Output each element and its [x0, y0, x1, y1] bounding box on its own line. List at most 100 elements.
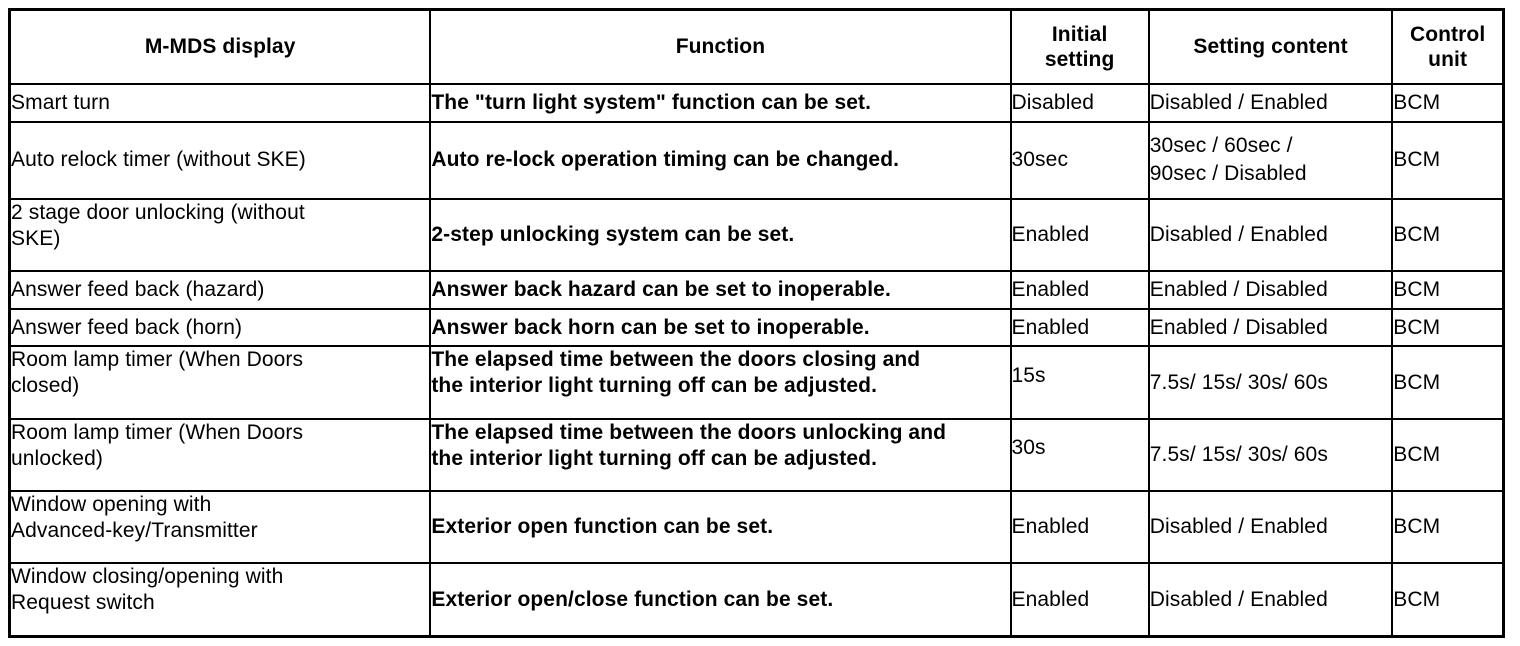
cell-control-unit: BCM — [1391, 198, 1505, 273]
column-header-function: Function — [429, 8, 1012, 85]
cell-text-line2: the interior light turning off can be ad… — [431, 374, 878, 398]
cell-mmds-display: Room lamp timer (When Doors unlocked) — [8, 417, 432, 493]
cell-setting-content: Disabled / Enabled — [1147, 490, 1394, 565]
cell-initial-setting: Enabled — [1009, 307, 1150, 348]
cell-text-line1: Auto relock timer (without SKE) — [11, 148, 306, 172]
column-header-setting-content: Setting content — [1147, 8, 1394, 85]
cell-text-line1: 2-step unlocking system can be set. — [431, 223, 795, 247]
cell-setting-content: 30sec / 60sec / 90sec / Disabled — [1147, 120, 1394, 201]
table-row: Window opening with Advanced-key/Transmi… — [8, 490, 1505, 565]
cell-initial-setting: Disabled — [1009, 83, 1150, 123]
cell-function: Answer back horn can be set to inoperabl… — [429, 307, 1012, 348]
cell-function: The elapsed time between the doors closi… — [429, 345, 1012, 420]
cell-text-line2: closed) — [11, 374, 80, 398]
column-header-initial-setting: Initial setting — [1009, 8, 1150, 85]
column-header-control-unit: Control unit — [1391, 8, 1505, 85]
cell-control-unit: BCM — [1391, 345, 1505, 420]
cell-text-line2: Request switch — [11, 591, 155, 615]
cell-text-line1: The "turn light system" function can be … — [431, 90, 872, 114]
cell-text-line1: Disabled / Enabled — [1149, 587, 1328, 611]
cell-control-unit: BCM — [1391, 417, 1505, 493]
column-header-initial-setting-line2: setting — [1044, 48, 1115, 71]
table-header: M-MDS display Function Initial setting S… — [8, 8, 1505, 85]
column-header-control-unit-line2: unit — [1428, 48, 1468, 71]
cell-setting-content: Disabled / Enabled — [1147, 562, 1394, 638]
cell-text-line1: The elapsed time between the doors closi… — [431, 348, 921, 372]
cell-initial-setting: 30sec — [1009, 120, 1150, 201]
spec-table-sheet: M-MDS display Function Initial setting S… — [8, 8, 1505, 638]
cell-initial-setting: Enabled — [1009, 198, 1150, 273]
cell-text-line1: Window opening with — [11, 493, 212, 517]
cell-setting-content: Disabled / Enabled — [1147, 198, 1394, 273]
cell-text-line1: Room lamp timer (When Doors — [11, 348, 304, 372]
cell-text-line1: Disabled / Enabled — [1149, 223, 1328, 247]
cell-function: Auto re-lock operation timing can be cha… — [429, 120, 1012, 201]
table-row: Answer feed back (horn) Answer back horn… — [8, 307, 1505, 348]
cell-text-line1: Enabled / Disabled — [1149, 278, 1328, 302]
column-header-mmds-display: M-MDS display — [8, 8, 432, 85]
cell-setting-content: Enabled / Disabled — [1147, 307, 1394, 348]
table-row: Window closing/opening with Request swit… — [8, 562, 1505, 638]
cell-initial-setting: Enabled — [1009, 270, 1150, 310]
cell-control-unit: BCM — [1391, 307, 1505, 348]
table-body: Smart turn The "turn light system" funct… — [8, 83, 1505, 638]
cell-text-line1: Exterior open/close function can be set. — [431, 587, 834, 611]
table-row: Room lamp timer (When Doors closed) The … — [8, 345, 1505, 420]
cell-text-line1: Window closing/opening with — [11, 565, 284, 589]
table-row: Answer feed back (hazard) Answer back ha… — [8, 270, 1505, 310]
cell-text-line1: Disabled / Enabled — [1149, 90, 1328, 114]
cell-text-line2: Advanced-key/Transmitter — [11, 519, 258, 543]
cell-text-line2: the interior light turning off can be ad… — [431, 446, 878, 470]
cell-mmds-display: Window closing/opening with Request swit… — [8, 562, 432, 638]
cell-text-line1: Answer feed back (horn) — [11, 315, 243, 339]
table-row: 2 stage door unlocking (without SKE) 2-s… — [8, 198, 1505, 273]
column-header-initial-setting-line1: Initial — [1051, 23, 1108, 46]
cell-text-line1: Auto re-lock operation timing can be cha… — [431, 148, 900, 172]
cell-text-line1: Enabled / Disabled — [1149, 315, 1328, 339]
cell-initial-setting: Enabled — [1009, 490, 1150, 565]
cell-control-unit: BCM — [1391, 83, 1505, 123]
mmds-configuration-table: M-MDS display Function Initial setting S… — [8, 8, 1505, 638]
table-row: Room lamp timer (When Doors unlocked) Th… — [8, 417, 1505, 493]
cell-function: Exterior open/close function can be set. — [429, 562, 1012, 638]
cell-setting-content: 7.5s/ 15s/ 30s/ 60s — [1147, 417, 1394, 493]
cell-control-unit: BCM — [1391, 562, 1505, 638]
cell-initial-setting: Enabled — [1009, 562, 1150, 638]
cell-function: Answer back hazard can be set to inopera… — [429, 270, 1012, 310]
cell-text-line1: 7.5s/ 15s/ 30s/ 60s — [1149, 442, 1328, 466]
cell-mmds-display: Answer feed back (hazard) — [8, 270, 432, 310]
cell-initial-setting: 30s — [1009, 417, 1150, 493]
cell-mmds-display: Auto relock timer (without SKE) — [8, 120, 432, 201]
cell-text-line2: 90sec / Disabled — [1149, 162, 1307, 186]
cell-function: Exterior open function can be set. — [429, 490, 1012, 565]
cell-function: 2-step unlocking system can be set. — [429, 198, 1012, 273]
cell-text-line1: Answer feed back (hazard) — [11, 278, 265, 302]
cell-function: The "turn light system" function can be … — [429, 83, 1012, 123]
cell-text-line1: Answer back horn can be set to inoperabl… — [431, 315, 870, 339]
cell-setting-content: 7.5s/ 15s/ 30s/ 60s — [1147, 345, 1394, 420]
header-row: M-MDS display Function Initial setting S… — [8, 8, 1505, 85]
cell-control-unit: BCM — [1391, 490, 1505, 565]
table-row: Auto relock timer (without SKE) Auto re-… — [8, 120, 1505, 201]
table-row: Smart turn The "turn light system" funct… — [8, 83, 1505, 123]
cell-text-line1: 30sec / 60sec / — [1149, 134, 1293, 158]
column-header-control-unit-line1: Control — [1409, 23, 1486, 46]
cell-setting-content: Disabled / Enabled — [1147, 83, 1394, 123]
cell-control-unit: BCM — [1391, 120, 1505, 201]
cell-text-line2: unlocked) — [11, 446, 103, 470]
cell-mmds-display: Answer feed back (horn) — [8, 307, 432, 348]
cell-text-line1: Exterior open function can be set. — [431, 515, 774, 539]
cell-control-unit: BCM — [1391, 270, 1505, 310]
cell-text-line1: 7.5s/ 15s/ 30s/ 60s — [1149, 370, 1328, 394]
cell-mmds-display: 2 stage door unlocking (without SKE) — [8, 198, 432, 273]
cell-text-line1: Answer back hazard can be set to inopera… — [431, 278, 891, 302]
cell-text-line1: The elapsed time between the doors unloc… — [431, 420, 947, 444]
cell-text-line1: Disabled / Enabled — [1149, 515, 1328, 539]
cell-mmds-display: Window opening with Advanced-key/Transmi… — [8, 490, 432, 565]
cell-text-line2: SKE) — [11, 227, 61, 251]
cell-function: The elapsed time between the doors unloc… — [429, 417, 1012, 493]
cell-setting-content: Enabled / Disabled — [1147, 270, 1394, 310]
cell-text-line1: 2 stage door unlocking (without — [11, 201, 305, 225]
cell-mmds-display: Room lamp timer (When Doors closed) — [8, 345, 432, 420]
cell-mmds-display: Smart turn — [8, 83, 432, 123]
